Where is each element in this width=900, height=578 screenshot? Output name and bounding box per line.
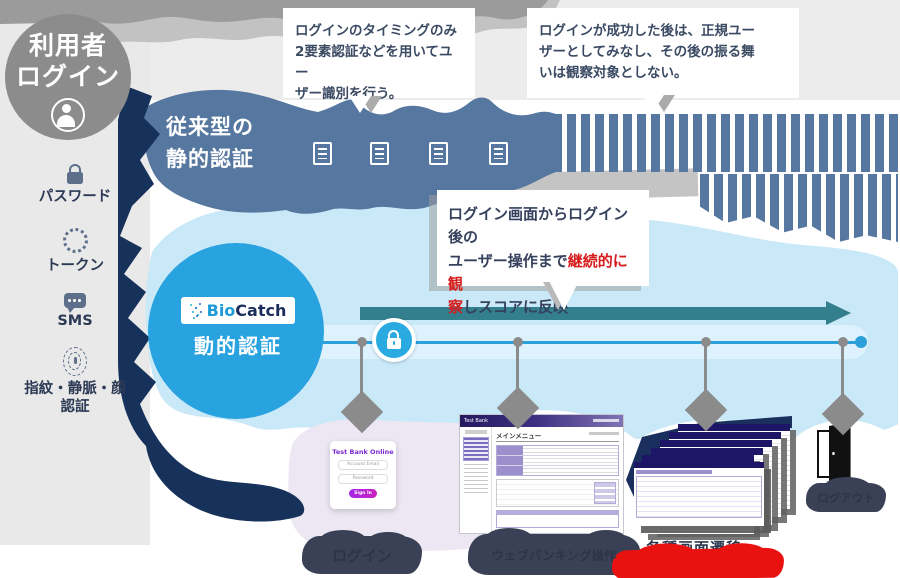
callout-dynamic-auth: ログイン画面からログイン後の ユーザー操作まで継続的に観 察しスコアに反映 [437, 190, 649, 316]
static-auth-ribbon [143, 89, 556, 214]
dynamic-auth-title: 動的認証 [194, 334, 282, 358]
auth-method-label: トークン [46, 258, 104, 274]
callout-dynamic-pre: ログイン画面からログイン後の ユーザー操作まで [448, 205, 629, 270]
callout-dynamic-post: しスコアに反映 [463, 298, 569, 316]
bank-main-content: メインメニュー [492, 427, 623, 533]
callout-pointer [642, 95, 664, 112]
bank-page-header: Test Bank [460, 415, 623, 427]
static-auth-title: 従来型の 静的認証 [166, 115, 254, 171]
account-field: Account Email [338, 460, 388, 470]
bank-page-title: メインメニュー [496, 432, 542, 440]
callout-pointer [549, 281, 579, 310]
sms-icon [64, 293, 86, 313]
shredded-ribbon-stripes [553, 114, 898, 172]
timeline-stem [704, 342, 707, 396]
biocatch-logo: BioCatch [181, 297, 295, 324]
sign-in-button: Sign In [349, 489, 377, 498]
timeline-stem [516, 342, 519, 394]
stage-label-text: ウェブバンキング操作 [491, 548, 617, 563]
red-highlight-blob [611, 547, 785, 578]
user-login-circle: 利用者 ログイン [5, 14, 131, 140]
user-login-line1: 利用者 [28, 31, 107, 60]
timeline-stem [841, 342, 844, 400]
continuous-lock-icon [372, 318, 416, 362]
stacked-page-front [634, 462, 764, 526]
auth-method-label: パスワード [38, 189, 112, 205]
bank-brand: Test Bank [464, 418, 488, 424]
login-screen-thumbnail: Test Bank Online Account Email Password … [330, 441, 396, 509]
auth-method-password: パスワード [0, 163, 150, 206]
document-icon [489, 142, 508, 165]
biocatch-catch: Catch [235, 301, 287, 320]
timeline-line [318, 341, 866, 344]
callout-post-login: ログインが成功した後は、正規ユー ザーとしてみなし、その後の振る舞 いは観察対象… [527, 8, 799, 98]
stage-label-text: ログイン [331, 546, 392, 565]
pale-blue-zone [145, 200, 898, 443]
user-login-line2: ログイン [15, 62, 120, 92]
document-icon [429, 142, 448, 165]
person-icon [51, 97, 85, 132]
token-icon [62, 228, 88, 253]
auth-method-label: SMS [57, 313, 93, 329]
lock-icon [67, 164, 83, 184]
document-icon [370, 142, 389, 165]
stage-label-text: ログアウト [817, 490, 875, 505]
callout-static-auth: ログインのタイミングのみ 2要素認証などを用いてユー ザー識別を行う。 [283, 8, 475, 102]
callout-dynamic-highlight: 継続的に観 察 [448, 251, 628, 317]
bank-table [496, 445, 619, 476]
stage-label-logout: ログアウト [806, 477, 886, 512]
bank-form-rows [496, 479, 619, 507]
timeline-stem [360, 342, 363, 398]
biocatch-logo-mark-icon [189, 302, 203, 319]
dynamic-auth-circle [148, 243, 324, 419]
stage-label-login: ログイン [302, 530, 422, 574]
observation-arrow [360, 307, 828, 320]
bank-history-table [496, 510, 619, 528]
banking-page-thumbnail: Test Bank メインメニュー [460, 415, 623, 533]
auth-method-token: トークン [0, 228, 150, 275]
auth-method-biometric: 指紋・静脈・顔 認証 [0, 347, 150, 416]
auth-method-label: 指紋・静脈・顔 認証 [24, 381, 126, 416]
navy-torn-edge [118, 86, 305, 522]
auth-method-sms: SMS [0, 293, 150, 330]
timeline-end-dot [855, 336, 867, 348]
document-icon [313, 142, 332, 165]
observation-arrow-head [826, 301, 851, 325]
bank-sidebar [460, 427, 492, 533]
password-field: Password [338, 474, 388, 484]
login-card-title: Test Bank Online [332, 448, 394, 456]
callout-pointer [349, 96, 371, 113]
fingerprint-icon [63, 347, 87, 376]
biocatch-bio: Bio [206, 301, 236, 320]
